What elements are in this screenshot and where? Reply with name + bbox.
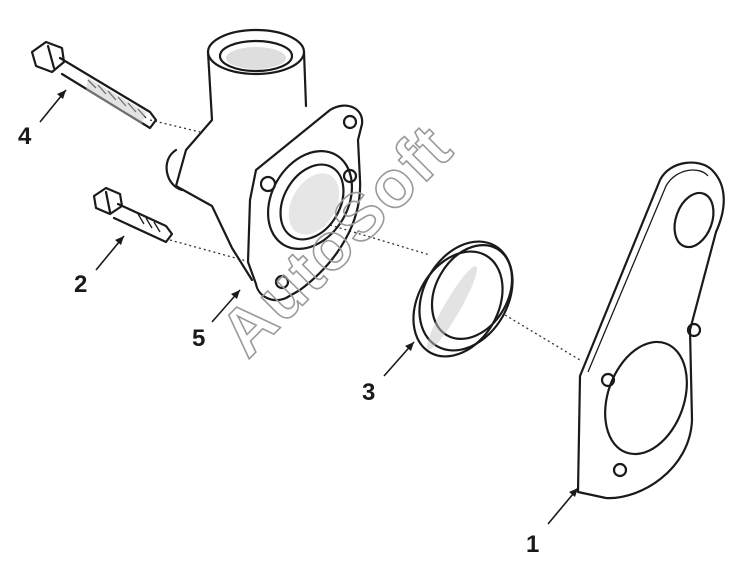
short-bolt-part — [92, 186, 174, 244]
gasket-part — [576, 161, 725, 500]
leader-arrow-4 — [39, 89, 67, 123]
callout-5: 5 — [192, 325, 205, 352]
callout-4: 4 — [18, 123, 32, 150]
thermostat-housing-part — [165, 28, 364, 302]
leader-arrow-2 — [95, 235, 125, 271]
callout-2: 2 — [74, 271, 87, 298]
long-bolt-part — [30, 40, 158, 130]
callout-1: 1 — [526, 531, 539, 558]
leader-arrow-3 — [383, 341, 415, 377]
callout-3: 3 — [362, 379, 375, 406]
seal-ring-part — [412, 240, 514, 358]
watermark-text: AutoSoft — [206, 109, 467, 370]
leader-arrow-5 — [211, 289, 241, 323]
assembly-center-lines — [149, 119, 581, 361]
leader-arrows — [39, 89, 579, 525]
leader-arrow-1 — [547, 487, 579, 525]
